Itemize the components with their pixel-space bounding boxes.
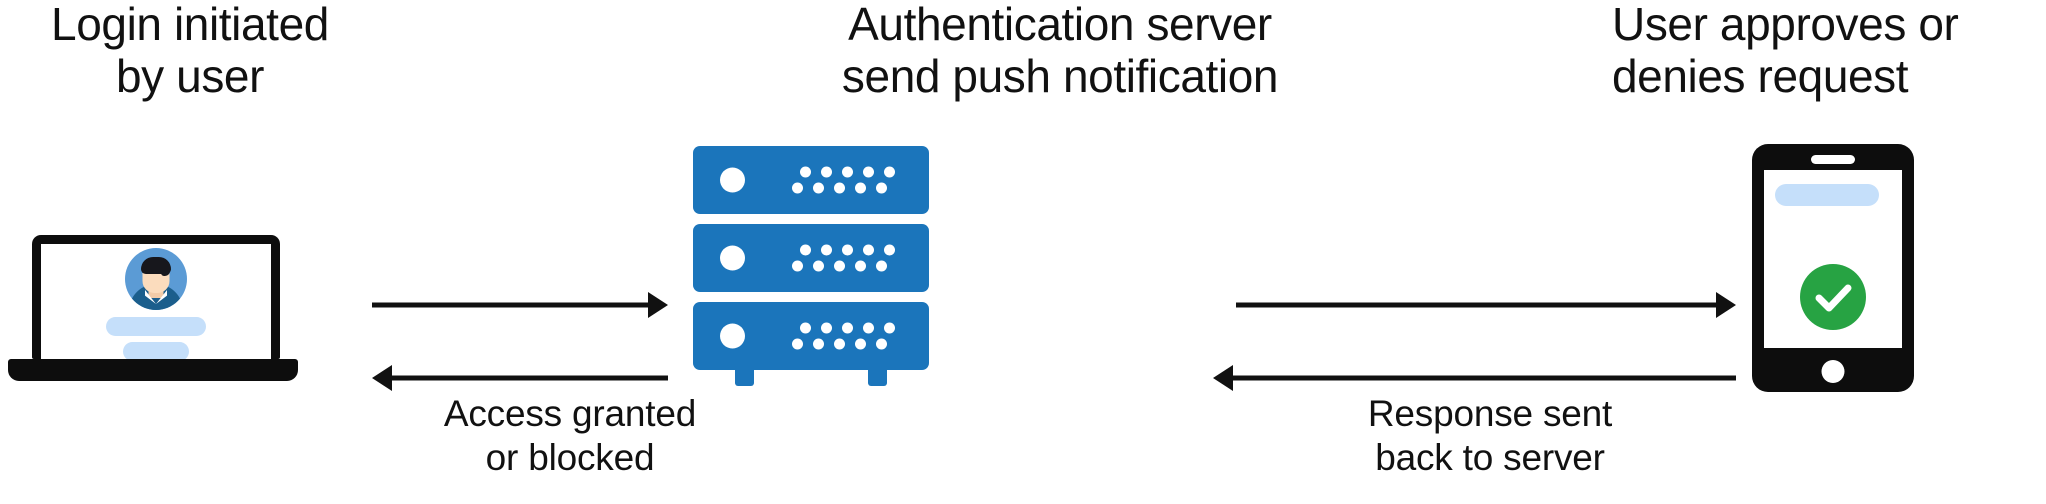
- laptop-input-bar: [106, 317, 206, 336]
- server-leg-left: [735, 370, 754, 386]
- phone-home-button: [1821, 360, 1845, 383]
- server-dot: [863, 244, 874, 256]
- laptop-lid: [32, 235, 280, 359]
- smartphone-illustration: [1752, 144, 1914, 392]
- server-dot: [834, 182, 845, 194]
- laptop-base: [8, 359, 298, 381]
- heading-authentication-server: Authentication server send push notifica…: [841, 0, 1279, 103]
- server-dot-row-top: [800, 166, 904, 178]
- arrow-laptop-to-server: [372, 292, 668, 318]
- user-avatar: [125, 248, 187, 310]
- server-dot: [842, 244, 853, 256]
- server-led-icon: [720, 167, 745, 193]
- server-dot-grid: [792, 244, 904, 272]
- server-dot: [800, 244, 811, 256]
- server-dot-row-bottom: [792, 182, 904, 194]
- server-dot: [884, 244, 895, 256]
- heading-user-approves: User approves or denies request: [1612, 0, 1959, 103]
- server-dot: [855, 338, 866, 350]
- server-dot: [855, 260, 866, 272]
- server-dot: [876, 182, 887, 194]
- laptop-button-bar: [123, 342, 189, 359]
- server-dot: [813, 182, 824, 194]
- server-dot: [842, 322, 853, 334]
- server-dot: [876, 260, 887, 272]
- server-dot: [863, 166, 874, 178]
- server-dot: [800, 166, 811, 178]
- phone-screen: [1764, 170, 1902, 348]
- laptop-screen: [41, 244, 271, 359]
- server-dot: [821, 166, 832, 178]
- server-dot: [813, 338, 824, 350]
- server-dot-grid: [792, 322, 904, 350]
- server-dot: [884, 322, 895, 334]
- server-dot: [884, 166, 895, 178]
- server-dot: [813, 260, 824, 272]
- server-dot: [800, 322, 811, 334]
- server-dot: [863, 322, 874, 334]
- server-dot: [842, 166, 853, 178]
- avatar-hair-shape: [141, 257, 171, 276]
- arrow-server-to-laptop: [372, 365, 668, 391]
- laptop-illustration: [8, 235, 298, 385]
- server-dot: [821, 244, 832, 256]
- server-leg-right: [868, 370, 887, 386]
- server-dot: [792, 338, 803, 350]
- caption-response-sent: Response sent back to server: [1367, 393, 1613, 479]
- approved-check-icon: [1800, 264, 1866, 330]
- server-dot-row-top: [800, 322, 904, 334]
- server-dot-row-top: [800, 244, 904, 256]
- server-dot: [821, 322, 832, 334]
- server-unit-top: [693, 146, 929, 214]
- server-dot: [792, 260, 803, 272]
- server-led-icon: [720, 323, 745, 349]
- server-stack-illustration: [693, 146, 929, 386]
- server-dot: [792, 182, 803, 194]
- arrow-phone-to-server: [1213, 365, 1736, 391]
- server-unit-middle: [693, 224, 929, 292]
- server-dot: [834, 338, 845, 350]
- server-dot-grid: [792, 166, 904, 194]
- server-unit-bottom: [693, 302, 929, 370]
- phone-notification-bar: [1775, 184, 1879, 206]
- phone-speaker-slot: [1811, 155, 1855, 164]
- caption-access-granted: Access granted or blocked: [443, 393, 697, 479]
- server-led-icon: [720, 245, 745, 271]
- server-dot-row-bottom: [792, 338, 904, 350]
- server-dot: [876, 338, 887, 350]
- arrow-server-to-phone: [1236, 292, 1736, 318]
- heading-login-initiated: Login initiated by user: [51, 0, 329, 103]
- server-dot: [855, 182, 866, 194]
- server-dot: [834, 260, 845, 272]
- server-dot-row-bottom: [792, 260, 904, 272]
